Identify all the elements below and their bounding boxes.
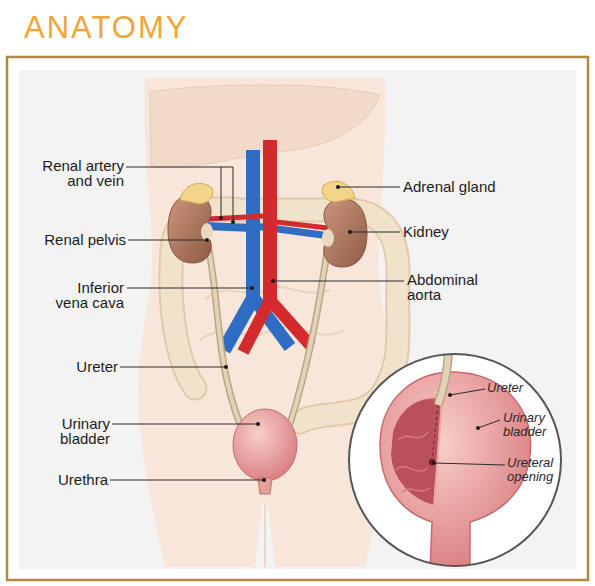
left-ureter-outline: [207, 240, 240, 424]
right-ureter-outline: [290, 245, 328, 424]
bladder-folds: [396, 432, 430, 492]
leader-dot: [250, 286, 254, 290]
part-label: Urinary bladder: [38, 416, 110, 446]
leader-dot: [271, 279, 275, 283]
part-label: Adrenal gland: [403, 179, 553, 194]
leader-dot: [262, 478, 266, 482]
aorta-shape: [263, 140, 277, 306]
vena-cava-shape: [246, 150, 260, 310]
leader-line: [338, 187, 400, 188]
bladder-cutaway: [390, 397, 442, 506]
right-renal-artery: [276, 222, 328, 228]
leader-dot: [231, 220, 235, 224]
inset-label: Ureter: [487, 381, 557, 395]
right-ureter: [290, 245, 328, 424]
inset-label: Urinary bladder: [503, 411, 565, 439]
ureteral-opening-mark: [429, 459, 435, 465]
left-iliac-artery: [243, 300, 270, 352]
inset-illustration: [380, 335, 531, 570]
left-ureter: [207, 240, 240, 424]
leader-line: [434, 463, 505, 465]
part-label: Inferior vena cava: [52, 280, 124, 310]
leader-dot: [219, 216, 223, 220]
inset-ureter-outline: [438, 335, 448, 405]
right-renal-pelvis: [322, 229, 334, 247]
leader-line: [126, 167, 233, 222]
leader-line: [112, 424, 258, 425]
left-adrenal: [180, 183, 213, 204]
leader-dot: [224, 365, 228, 369]
leader-line: [350, 232, 400, 233]
inset-circle: UreterUrinary bladderUreteral opening: [348, 353, 562, 567]
leader-dot: [448, 393, 452, 397]
inset-ureter: [438, 335, 448, 405]
ureter-course: [432, 405, 438, 460]
bladder-shape: [233, 409, 297, 481]
leader-line: [127, 288, 252, 289]
leader-line: [120, 367, 226, 368]
part-label: Renal pelvis: [16, 232, 126, 247]
leader-line: [110, 480, 264, 481]
inset-label: Ureteral opening: [507, 456, 567, 484]
leader-line: [221, 167, 222, 218]
right-adrenal: [322, 181, 355, 202]
part-label: Ureter: [38, 359, 118, 374]
leader-dot: [336, 185, 340, 189]
page-title: ANATOMY: [24, 11, 188, 45]
part-label: Kidney: [403, 224, 503, 239]
leader-dot: [256, 422, 260, 426]
leader-line: [450, 389, 485, 395]
illustration-panel: [19, 70, 576, 569]
inset-leader-lines: [434, 389, 505, 465]
right-iliac-artery: [270, 300, 311, 346]
leg-divide: [264, 505, 266, 567]
leader-dots: [205, 185, 352, 482]
part-label: Urethra: [28, 472, 108, 487]
leader-line: [128, 240, 207, 241]
part-label: Renal artery and vein: [19, 158, 124, 188]
leader-dot: [205, 238, 209, 242]
leader-dot: [432, 461, 436, 465]
leader-line: [273, 281, 404, 282]
leader-dot: [476, 426, 480, 430]
leader-dot: [348, 230, 352, 234]
leader-line: [478, 420, 500, 428]
inset-leader-dots: [432, 393, 480, 465]
outer-frame: [7, 57, 588, 580]
part-label: Abdominal aorta: [407, 272, 497, 302]
left-renal-artery: [208, 216, 264, 219]
left-renal-pelvis: [201, 223, 213, 241]
